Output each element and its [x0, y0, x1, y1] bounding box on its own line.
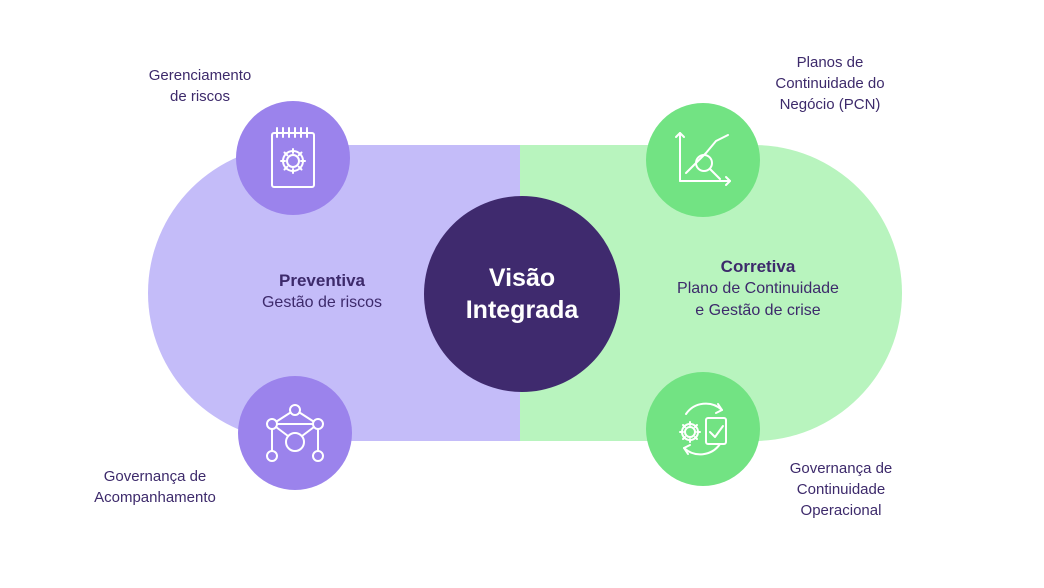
operational-continuity-label-line1: Governança de [789, 460, 893, 477]
corrective-text: Corretiva Plano de Continuidade e Gestão… [640, 256, 876, 322]
network-nodes-icon [266, 404, 324, 462]
operational-continuity-node [646, 372, 760, 486]
preventive-subtitle: Gestão de riscos [261, 294, 383, 311]
risk-management-label-line2: de riscos [169, 88, 231, 105]
preventive-text: Preventiva Gestão de riscos [222, 270, 422, 314]
chart-magnifier-icon [675, 132, 731, 186]
gear-document-cycle-icon [679, 402, 727, 456]
notepad-gear-icon [271, 127, 315, 188]
integrated-view-circle: Visão Integrada [424, 196, 620, 392]
center-line2: Integrada [465, 296, 579, 324]
risk-management-label: Gerenciamento de riscos [110, 65, 290, 107]
corrective-title: Corretiva [720, 257, 796, 276]
governance-monitoring-node [238, 376, 352, 490]
risk-management-node [236, 101, 350, 215]
operational-continuity-label-line2: Continuidade [796, 481, 886, 498]
operational-continuity-label-line3: Operacional [800, 502, 882, 519]
preventive-title: Preventiva [279, 271, 365, 290]
pcn-label-line3: Negócio (PCN) [779, 96, 881, 113]
pcn-node [646, 103, 760, 217]
risk-management-label-line1: Gerenciamento [148, 67, 252, 84]
pcn-label-line1: Planos de [796, 54, 864, 71]
pcn-label-line2: Continuidade do [775, 75, 885, 92]
operational-continuity-label: Governança de Continuidade Operacional [756, 458, 926, 521]
corrective-line1: Plano de Continuidade [677, 280, 839, 297]
governance-monitoring-label-line2: Acompanhamento [94, 489, 216, 506]
corrective-line2: e Gestão de crise [695, 302, 821, 319]
governance-monitoring-label: Governança de Acompanhamento [60, 466, 250, 508]
pcn-label: Planos de Continuidade do Negócio (PCN) [740, 52, 920, 115]
center-line1: Visão [488, 264, 556, 292]
governance-monitoring-label-line1: Governança de [103, 468, 207, 485]
